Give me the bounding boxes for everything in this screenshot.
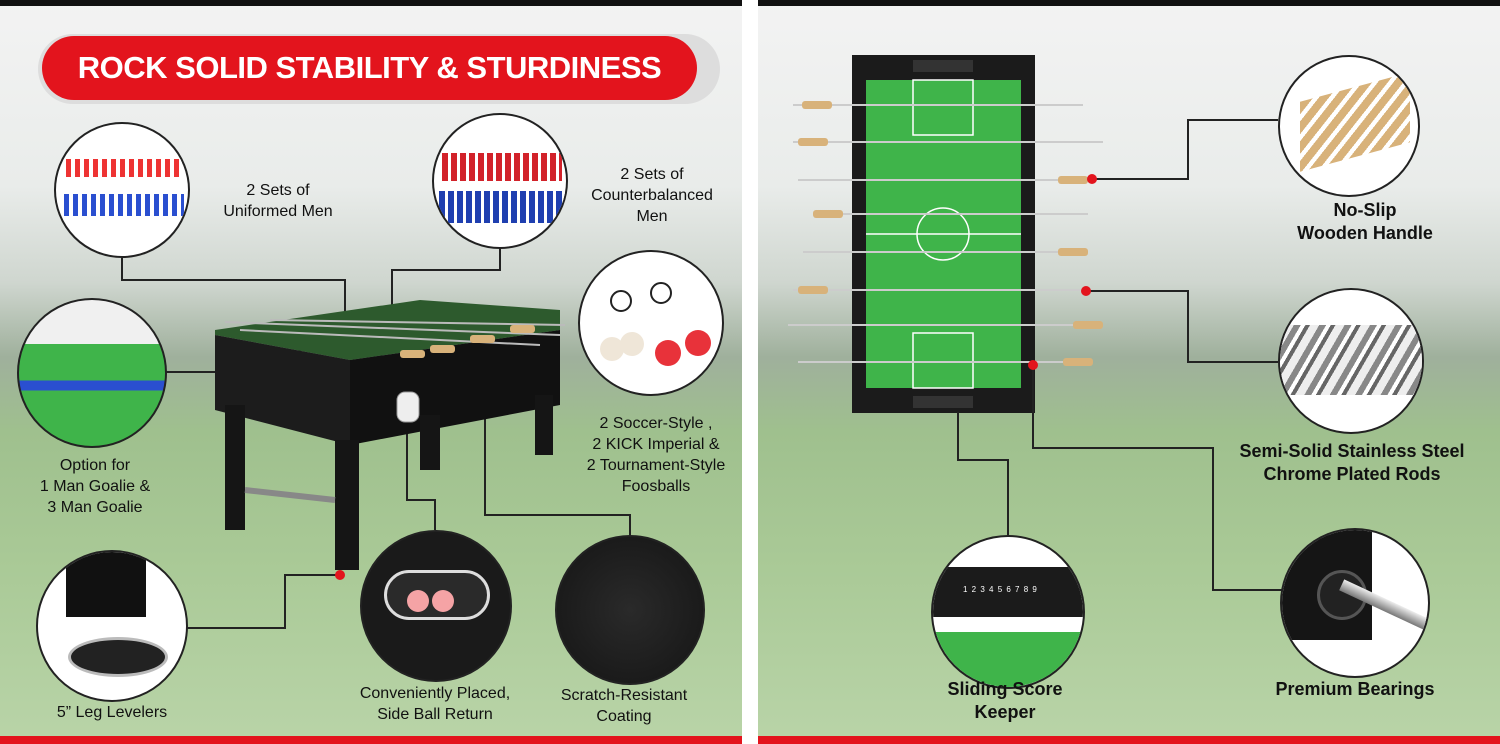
leg-leveler-image [36,550,188,702]
score-digits: 1 2 3 4 5 6 7 8 9 [963,585,1038,594]
foosball-table-top-view [788,55,1103,413]
top-border [0,0,742,6]
ball-return-image [360,530,512,682]
coating-image [555,535,705,685]
counterbalanced-men-image [432,113,568,249]
top-border [758,0,1500,6]
chrome-rods-image [1278,288,1424,434]
left-panel: ROCK SOLID STABILITY & STURDINESS 2 Sets… [0,0,742,744]
feature-foosballs: 2 Soccer-Style ,2 KICK Imperial &2 Tourn… [586,415,726,495]
bottom-border [758,736,1500,744]
feature-bearings: Premium Bearings [1275,679,1435,699]
score-keeper-image: 1 2 3 4 5 6 7 8 9 [931,535,1085,689]
uniformed-men-image [54,122,190,258]
bearings-image [1280,528,1430,678]
feature-ball-return: Conveniently Placed,Side Ball Return [359,685,511,723]
bottom-border [0,736,742,744]
foosballs-image [578,250,724,396]
foosball-table-image [215,300,566,570]
wooden-handle-image [1278,55,1420,197]
feature-leg-levelers: 5” Leg Levelers [56,704,168,721]
goalie-option-image [17,298,167,448]
header-banner: ROCK SOLID STABILITY & STURDINESS [42,36,697,100]
